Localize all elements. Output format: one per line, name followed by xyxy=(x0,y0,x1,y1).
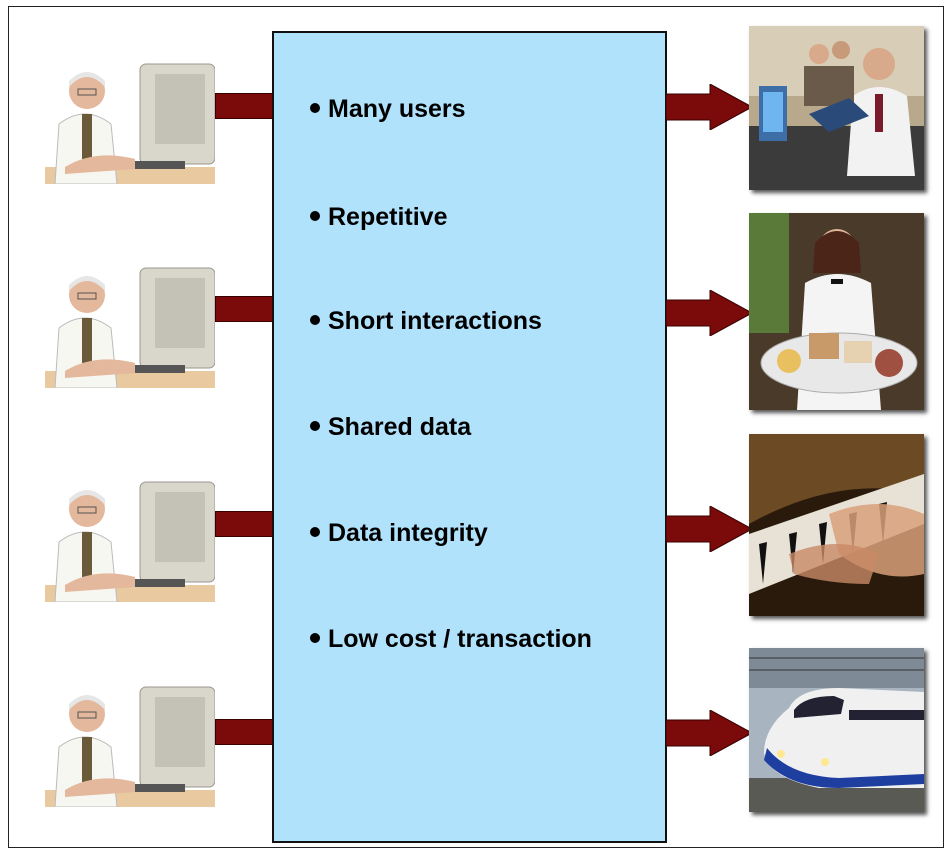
hands-playing-piano-photo-icon xyxy=(749,434,924,616)
bullet-item: Many users xyxy=(310,95,466,124)
diagram-frame: Many users Repetitive Short interactions… xyxy=(8,6,944,848)
bullet-dot-icon xyxy=(310,421,320,432)
bullet-train-photo-icon xyxy=(749,648,924,812)
output-arrow-1-icon xyxy=(666,84,752,130)
characteristics-box: Many users Repetitive Short interactions… xyxy=(272,31,667,843)
bullet-label: Low cost / transaction xyxy=(328,625,592,653)
bullet-item: Short interactions xyxy=(310,307,542,336)
user-connector-3 xyxy=(215,511,273,537)
user-connector-2 xyxy=(215,296,273,322)
bullet-item: Shared data xyxy=(310,413,471,442)
bullet-dot-icon xyxy=(310,633,320,644)
bullet-label: Shared data xyxy=(328,413,472,441)
bullet-label: Short interactions xyxy=(328,307,542,335)
bullet-label: Data integrity xyxy=(328,519,488,547)
bullet-label: Many users xyxy=(328,95,466,123)
user-at-computer-2-icon xyxy=(45,253,215,388)
bullet-item: Data integrity xyxy=(310,519,488,548)
user-at-computer-1-icon xyxy=(45,49,215,184)
user-at-computer-3-icon xyxy=(45,467,215,602)
bullet-dot-icon xyxy=(310,103,320,114)
user-connector-4 xyxy=(215,719,273,745)
bullet-dot-icon xyxy=(310,315,320,326)
bullet-dot-icon xyxy=(310,527,320,538)
bullet-dot-icon xyxy=(310,211,320,222)
output-arrow-4-icon xyxy=(666,710,752,756)
hotel-reception-photo-icon xyxy=(749,26,924,190)
output-arrow-2-icon xyxy=(666,290,752,336)
bullet-item: Repetitive xyxy=(310,203,447,232)
output-arrow-3-icon xyxy=(666,506,752,552)
user-at-computer-4-icon xyxy=(45,672,215,807)
bullet-item: Low cost / transaction xyxy=(310,625,592,654)
waitress-serving-desserts-photo-icon xyxy=(749,213,924,410)
user-connector-1 xyxy=(215,93,273,119)
bullet-label: Repetitive xyxy=(328,203,448,231)
